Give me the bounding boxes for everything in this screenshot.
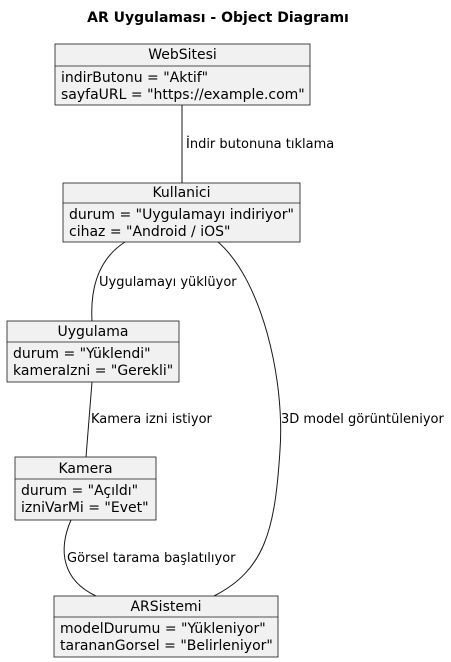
object-attribute: indirButonu = "Aktif" [61, 70, 208, 86]
object-attribute: durum = "Uygulamayı indiriyor" [69, 207, 294, 223]
object-name: Kullanici [152, 185, 210, 201]
link-line [91, 241, 126, 322]
object-name: ARSistemi [130, 599, 201, 615]
link-line [213, 241, 282, 597]
link-line [85, 381, 93, 458]
link-label: İndir butonuna tıklama [186, 136, 334, 152]
link-kullanici-uygulama: Uygulamayı yüklüyor [91, 241, 237, 322]
object-box [54, 43, 311, 106]
link-label: Görsel tarama başlatılıyor [67, 551, 236, 566]
object-box [62, 182, 301, 243]
object-attribute: durum = "Yüklendi" [13, 346, 151, 362]
object-uygulama: Uygulama durum = "Yüklendi" kameraIzni =… [6, 320, 180, 383]
object-websitesi: WebSitesi indirButonu = "Aktif" sayfaURL… [54, 43, 311, 106]
diagram-title: AR Uygulaması - Object Diagramı [87, 10, 349, 26]
object-box [53, 595, 279, 658]
link-uygulama-kamera: Kamera izni istiyor [85, 381, 213, 458]
object-attribute: cihaz = "Android / iOS" [69, 224, 230, 240]
link-kamera-arsistemi: Görsel tarama başlatılıyor [63, 519, 236, 597]
link-label: 3D model görüntüleniyor [281, 412, 444, 427]
object-name: Uygulama [58, 324, 129, 340]
object-name: Kamera [58, 461, 112, 477]
object-attribute: sayfaURL = "https://example.com" [61, 87, 305, 103]
object-attribute: durum = "Açıldı" [21, 483, 138, 499]
link-line [63, 519, 97, 597]
object-box [6, 320, 180, 383]
link-websitesi-kullanici: İndir butonuna tıklama [181, 105, 334, 183]
object-attribute: kameraIzni = "Gerekli" [13, 363, 173, 379]
object-kamera: Kamera durum = "Açıldı" izniVarMi = "Eve… [14, 456, 157, 521]
object-attribute: modelDurumu = "Yükleniyor" [60, 621, 266, 637]
object-attribute: izniVarMi = "Evet" [21, 500, 149, 516]
link-kullanici-arsistemi: 3D model görüntüleniyor [213, 241, 444, 597]
object-arsistemi: ARSistemi modelDurumu = "Yükleniyor" tar… [53, 595, 279, 658]
link-label: Uygulamayı yüklüyor [99, 275, 237, 290]
link-label: Kamera izni istiyor [91, 412, 213, 427]
object-box [14, 456, 157, 521]
object-attribute: tarananGorsel = "Belirleniyor" [60, 638, 273, 654]
object-kullanici: Kullanici durum = "Uygulamayı indiriyor"… [62, 182, 301, 243]
object-name: WebSitesi [148, 47, 217, 63]
